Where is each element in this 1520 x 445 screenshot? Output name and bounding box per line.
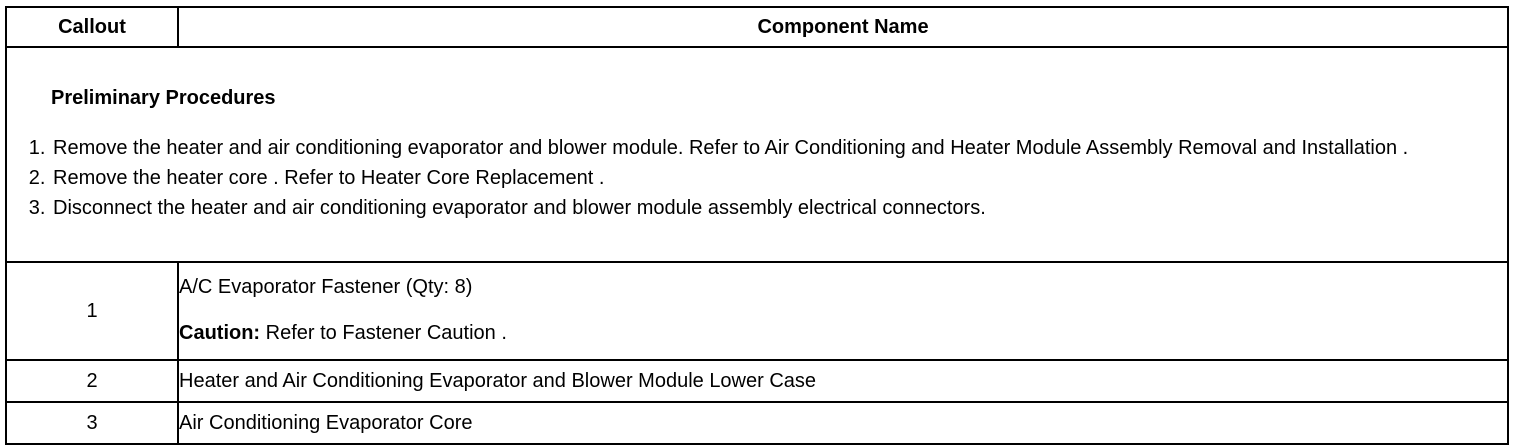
component-name: Air Conditioning Evaporator Core [177, 401, 1509, 445]
component-name: Heater and Air Conditioning Evaporator a… [177, 359, 1509, 403]
table-row: 1 A/C Evaporator Fastener (Qty: 8) Cauti… [5, 261, 1509, 361]
step-item: Remove the heater and air conditioning e… [51, 133, 1507, 163]
caution-label: Caution: [179, 322, 261, 344]
caution-text: Refer to Fastener Caution . [260, 322, 507, 344]
procedure-table: Callout Component Name Preliminary Proce… [5, 6, 1509, 445]
preliminary-cell: Preliminary Procedures Remove the heater… [5, 46, 1509, 263]
table-row: 3 Air Conditioning Evaporator Core [5, 401, 1509, 445]
table-row: 2 Heater and Air Conditioning Evaporator… [5, 359, 1509, 403]
step-text: Remove the heater and air conditioning e… [53, 137, 1409, 159]
component-name-header: Component Name [177, 6, 1509, 48]
preliminary-steps: Remove the heater and air conditioning e… [7, 133, 1507, 223]
component-name: A/C Evaporator Fastener (Qty: 8) [179, 276, 473, 298]
component-cell: A/C Evaporator Fastener (Qty: 8) Caution… [177, 261, 1509, 361]
step-item: Remove the heater core . Refer to Heater… [51, 163, 1507, 193]
caution-note: Caution: Refer to Fastener Caution . [179, 321, 1507, 345]
step-text: Disconnect the heater and air conditioni… [53, 197, 986, 219]
header-row: Callout Component Name [5, 6, 1509, 48]
preliminary-row: Preliminary Procedures Remove the heater… [5, 46, 1509, 263]
callout-header: Callout [5, 6, 179, 48]
callout-number: 3 [5, 401, 179, 445]
step-text: Remove the heater core . Refer to Heater… [53, 167, 605, 189]
callout-number: 1 [5, 261, 179, 361]
preliminary-title: Preliminary Procedures [51, 87, 276, 109]
step-item: Disconnect the heater and air conditioni… [51, 193, 1507, 223]
callout-number: 2 [5, 359, 179, 403]
